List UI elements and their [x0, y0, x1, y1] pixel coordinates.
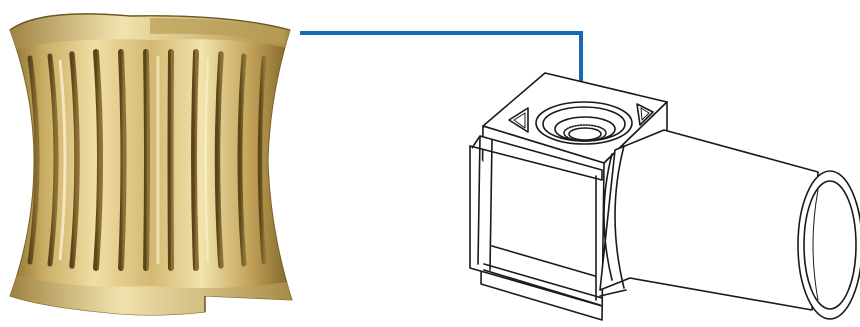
connector-housing-icon [470, 73, 860, 320]
contact-band-icon [6, 10, 296, 320]
